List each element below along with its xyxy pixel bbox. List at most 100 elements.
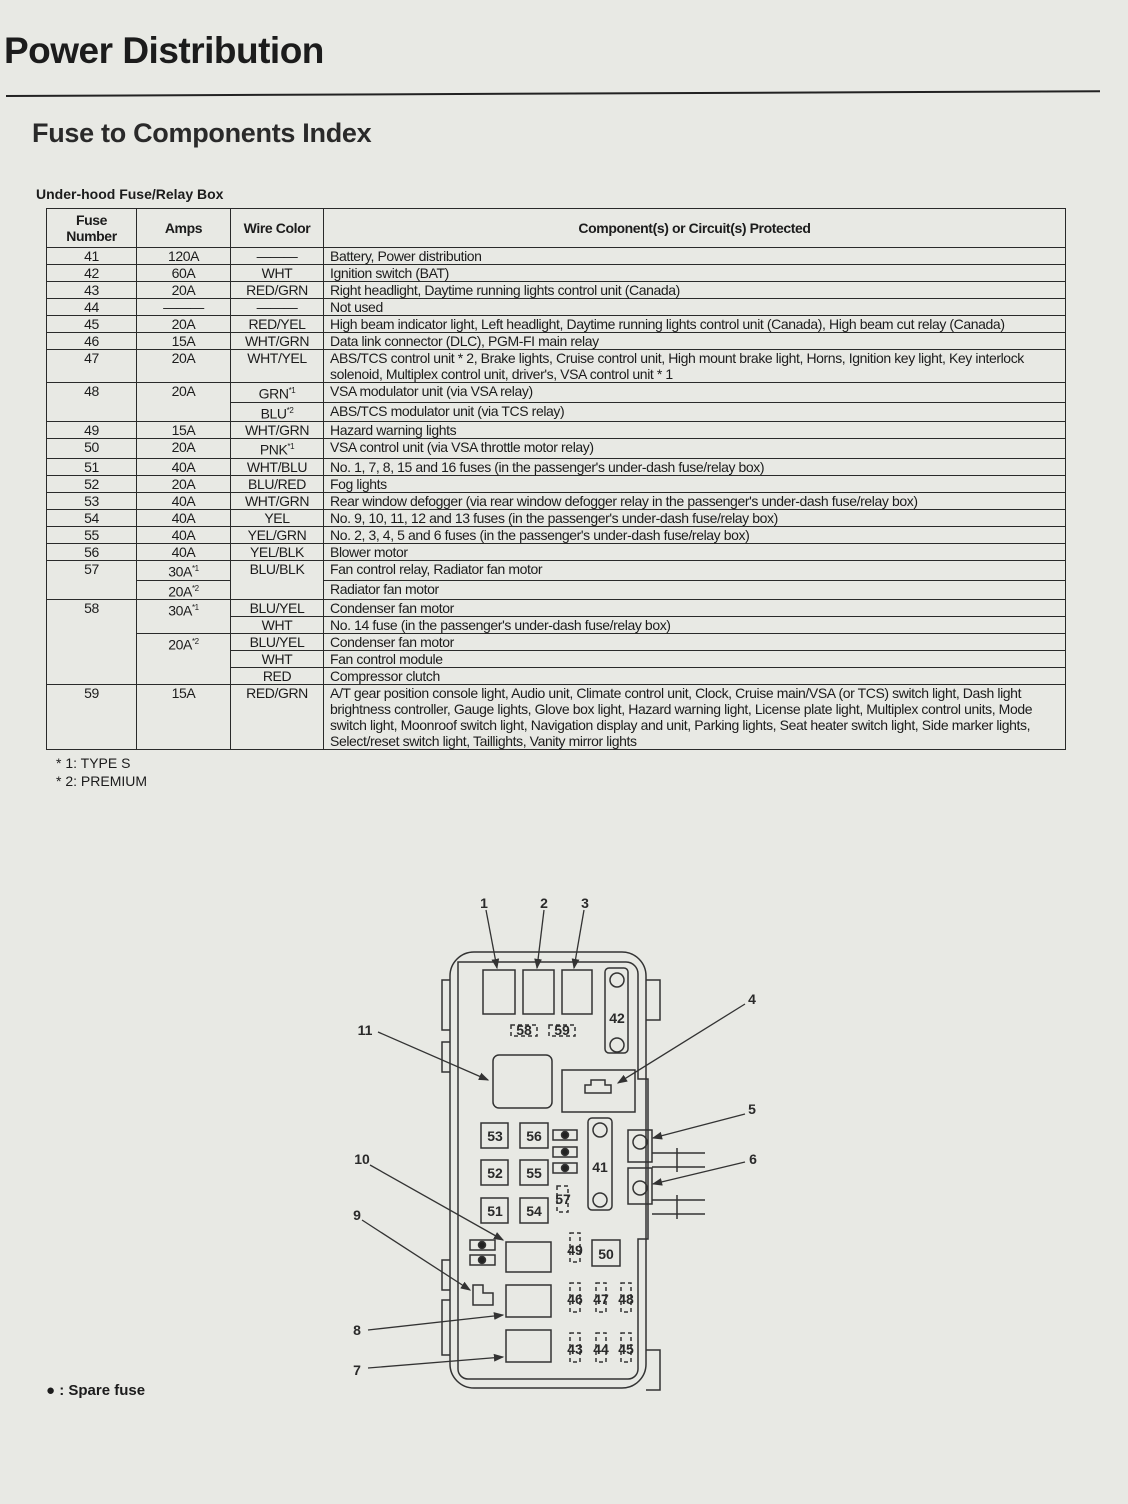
components-cell: Condenser fan motor — [323, 633, 1066, 652]
amps-cell: ——— — [136, 298, 231, 316]
amps-cell: 15A — [136, 421, 231, 440]
footnote-marker: *1 — [287, 442, 295, 452]
fuse-label: 56 — [526, 1128, 542, 1144]
fuse-box-diagram: 42 58 59 53 56 52 55 51 54 41 57 49 50 4… — [353, 895, 757, 1391]
fuse-box-inner — [457, 961, 649, 1380]
fuse-number-cell-text: 46 — [84, 333, 99, 349]
amps-cell-text: 30A — [168, 563, 192, 580]
section-title: Fuse to Components Index — [32, 118, 372, 148]
callout-number: 9 — [353, 1207, 361, 1223]
footnote-marker: *2 — [286, 405, 294, 415]
fuse-table-wrapper: Fuse Number Amps Wire Color Component(s)… — [46, 208, 1066, 790]
wire-color-cell-text: WHT — [261, 651, 293, 668]
column-header-wire: Wire Color — [230, 208, 324, 248]
fuse-box-outline — [449, 951, 647, 1389]
column-header-amps: Amps — [136, 208, 231, 248]
amps-cell-text: 15A — [171, 685, 196, 702]
callout-number: 10 — [354, 1151, 370, 1167]
amps-cell-text: 20A — [171, 282, 196, 298]
components-cell: ABS/TCS control unit * 2, Brake lights, … — [323, 349, 1066, 383]
amps-cell: 15A — [136, 684, 231, 751]
fuse-label: 49 — [567, 1242, 583, 1258]
components-cell: Fog lights — [323, 474, 1066, 493]
wire-color-cell-text: ——— — [256, 299, 298, 315]
callout-number: 11 — [358, 1022, 373, 1038]
fuse-label: 48 — [618, 1291, 634, 1307]
fuse-label: 58 — [516, 1022, 532, 1038]
footnote-marker: *1 — [191, 563, 199, 573]
fuse-number-cell: 58 — [46, 599, 137, 686]
amps-cell: 15A — [136, 332, 231, 350]
wire-color-cell: BLU/RED — [230, 474, 324, 493]
amps-cell-text: 15A — [171, 333, 196, 349]
amps-cell-text: 20A — [168, 636, 192, 653]
amps-cell: 30A*1 — [136, 559, 231, 581]
wire-color-cell: WHT/GRN — [230, 332, 324, 350]
fuse-label: 52 — [487, 1165, 503, 1181]
footnote-marker: *1 — [191, 603, 199, 613]
callout-number: 6 — [749, 1151, 757, 1167]
wire-color-cell: WHT/GRN — [230, 491, 324, 510]
fuse-number-cell-text: 54 — [84, 509, 99, 526]
wire-color-cell-text: YEL/GRN — [247, 526, 307, 543]
wire-color-cell: RED/YEL — [230, 315, 324, 333]
wire-color-cell: YEL — [230, 508, 324, 527]
column-header-components: Component(s) or Circuit(s) Protected — [323, 208, 1066, 248]
page-title: Power Distribution — [4, 30, 324, 71]
table-caption: Under-hood Fuse/Relay Box — [36, 186, 224, 202]
components-cell: Ignition switch (BAT) — [323, 264, 1066, 282]
amps-cell: 40A — [136, 491, 231, 510]
components-cell: Data link connector (DLC), PGM-FI main r… — [323, 332, 1066, 350]
amps-cell: 20A — [136, 315, 231, 333]
components-cell: Condenser fan motor — [323, 599, 1066, 618]
fuse-label: 44 — [593, 1341, 609, 1357]
callout-number: 8 — [353, 1322, 361, 1338]
callout-numbers: 1 2 3 4 5 6 7 8 9 10 11 — [353, 895, 757, 1378]
footnote: * 2: PREMIUM — [56, 773, 148, 790]
components-cell: Radiator fan motor — [323, 579, 1066, 601]
wire-color-cell-text: WHT/GRN — [244, 333, 310, 349]
fuse-boxes — [480, 1024, 632, 1363]
components-cell: A/T gear position console light, Audio u… — [323, 684, 1066, 751]
wire-color-cell: PNK*1 — [230, 438, 324, 459]
fuse-number-cell: 47 — [46, 349, 137, 383]
fuse-number-cell-text: 50 — [84, 439, 99, 456]
fuse-number-cell-text: 55 — [84, 526, 99, 543]
wire-color-cell-text: BLU/BLK — [249, 560, 305, 577]
wire-color-cell-text: BLU — [260, 405, 287, 422]
callout-number: 5 — [748, 1101, 756, 1117]
amps-cell-text: 40A — [171, 543, 196, 560]
callout-number: 2 — [540, 895, 548, 911]
spare-fuses — [469, 1129, 578, 1266]
components-cell: Hazard warning lights — [323, 421, 1066, 440]
fuse-number-cell: 52 — [46, 474, 137, 493]
wire-color-cell: BLU/YEL — [230, 599, 324, 618]
fuse-number-cell: 57 — [46, 559, 137, 601]
wire-color-cell-text: WHT/BLU — [246, 458, 308, 475]
wire-color-cell-text: WHT/GRN — [244, 492, 310, 509]
fuse-label: 53 — [487, 1128, 503, 1144]
fuse-number-cell-text: 56 — [84, 543, 99, 560]
amps-cell: 40A — [136, 457, 231, 476]
fuse-label: 54 — [526, 1203, 542, 1219]
wire-color-cell-text: WHT/YEL — [247, 350, 307, 366]
wire-color-cell: YEL/BLK — [230, 542, 324, 561]
wire-color-cell-text: GRN — [258, 385, 289, 402]
footnote-marker: *2 — [191, 583, 199, 593]
amps-cell: 40A — [136, 508, 231, 527]
wire-color-cell: YEL/GRN — [230, 525, 324, 544]
components-cell: VSA control unit (via VSA throttle motor… — [323, 438, 1066, 459]
components-cell: ABS/TCS modulator unit (via TCS relay) — [323, 401, 1066, 423]
fuse-number-cell: 50 — [46, 438, 137, 459]
column-header-fuse: Fuse Number — [46, 208, 137, 248]
fuse-label: 46 — [567, 1291, 583, 1307]
